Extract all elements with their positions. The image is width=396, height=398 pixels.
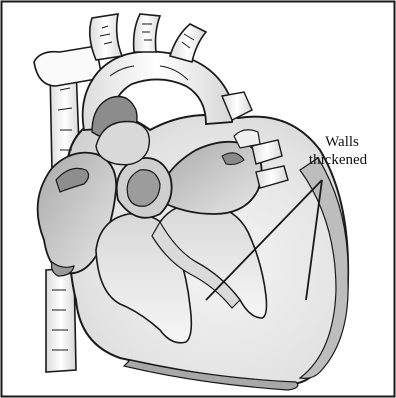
label-thickened: thickened <box>309 152 368 168</box>
pulmonary-outflow <box>117 158 172 218</box>
label-walls: Walls <box>325 134 359 150</box>
inferior-vena-cava <box>46 268 76 372</box>
